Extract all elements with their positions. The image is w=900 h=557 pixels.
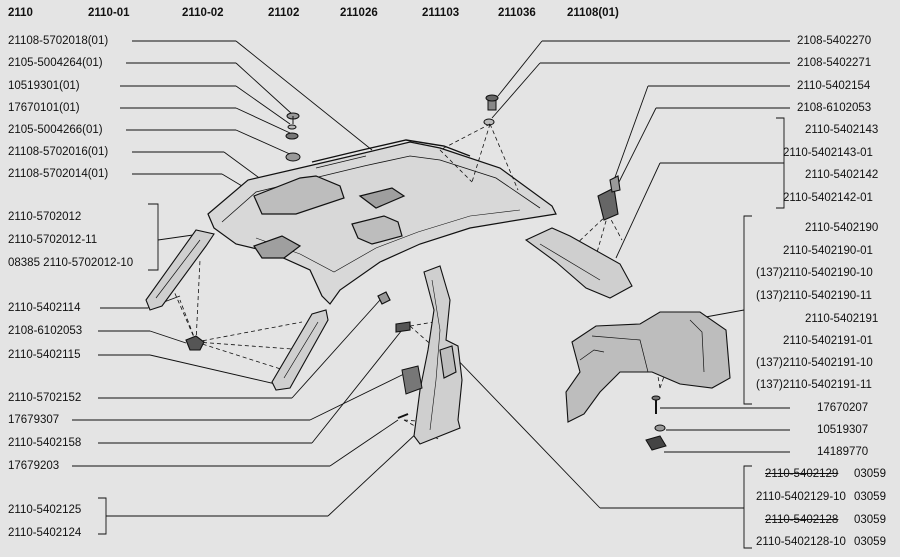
fasteners-bottom-right <box>645 395 667 451</box>
model-header-6: 211103 <box>422 7 460 19</box>
part-label-left: 17670101(01) <box>8 102 80 114</box>
model-header-5: 211026 <box>340 7 378 19</box>
part-label-left: 08385 2110-5702012-10 <box>8 257 134 269</box>
part-label-right: 10519307 <box>817 424 869 436</box>
right-leader-lines <box>449 40 790 549</box>
part-label-right: 2110-5402142-01 <box>783 192 873 204</box>
part-label-left: 2105-5004266(01) <box>8 124 103 136</box>
part-label-right: 2110-5402190-01 <box>783 245 873 257</box>
part-label-left: 17679307 <box>8 414 60 426</box>
part-label-right: (137)2110-5402190-11 <box>756 290 872 302</box>
part-label-right: 2108-5402270 <box>797 35 872 47</box>
part-label-left: 2105-5004264(01) <box>8 57 103 69</box>
part-label-left: 2110-5702152 <box>8 392 82 404</box>
part-label-right-qty: 03059 <box>854 491 886 503</box>
b-pillar-upper-trim <box>271 309 329 391</box>
part-label-right: 2110-5402191-01 <box>783 335 873 347</box>
part-label-right: 17670207 <box>817 402 869 414</box>
part-label-right: 2110-5402143-01 <box>783 147 873 159</box>
model-header-3: 2110-02 <box>182 7 224 19</box>
part-label-left: 2110-5402158 <box>8 437 82 449</box>
b-pillar-lower-trim <box>395 265 463 445</box>
small-clip-panel <box>401 365 423 395</box>
part-label-right: 2108-6102053 <box>797 102 872 114</box>
part-label-right: 2110-5402154 <box>797 80 871 92</box>
part-label-left: 17679203 <box>8 460 60 472</box>
model-header-1: 2110 <box>8 7 33 19</box>
part-label-right: 2110-5402142 <box>805 169 879 181</box>
c-pillar-trim <box>524 175 633 299</box>
model-header-8: 21108(01) <box>567 7 619 19</box>
part-label-left: 10519301(01) <box>8 80 80 92</box>
part-label-left: 2110-5402114 <box>8 302 81 314</box>
part-label-right: 2110-5402128 <box>765 514 839 526</box>
part-label-left: 21108-5702016(01) <box>8 146 109 158</box>
part-label-right: 2110-5402129 <box>765 468 839 480</box>
model-header-4: 21102 <box>268 7 300 19</box>
part-label-right: 2110-5402190 <box>805 222 879 234</box>
headliner-panel <box>207 139 557 305</box>
part-label-left: 21108-5702014(01) <box>8 168 109 180</box>
model-header-7: 211036 <box>498 7 536 19</box>
part-label-left: 2110-5402115 <box>8 349 81 361</box>
part-label-right: 2108-5402271 <box>797 57 872 69</box>
part-label-left: 2108-6102053 <box>8 325 83 337</box>
model-header-2: 2110-01 <box>88 7 130 19</box>
part-label-left: 2110-5402124 <box>8 527 82 539</box>
part-label-right: (137)2110-5402190-10 <box>756 267 873 279</box>
part-label-left: 2110-5702012 <box>8 211 82 223</box>
part-label-right: 2110-5402191 <box>805 313 879 325</box>
part-label-left: 2110-5702012-11 <box>8 234 98 246</box>
part-label-right: 2110-5402128-10 <box>756 536 846 548</box>
part-label-right: 2110-5402143 <box>805 124 879 136</box>
fasteners-top <box>285 94 499 162</box>
left-leader-lines <box>72 40 421 535</box>
part-label-right: (137)2110-5402191-10 <box>756 357 873 369</box>
luggage-side-trim <box>565 311 731 423</box>
part-label-right: 14189770 <box>817 446 869 458</box>
part-label-right-qty: 03059 <box>854 468 886 480</box>
part-label-right-qty: 03059 <box>854 514 886 526</box>
part-label-left: 2110-5402125 <box>8 504 82 516</box>
part-label-right-qty: 03059 <box>854 536 886 548</box>
a-pillar-trim <box>145 229 215 351</box>
part-label-right: 2110-5402129-10 <box>756 491 846 503</box>
part-label-right: (137)2110-5402191-11 <box>756 379 872 391</box>
part-label-left: 21108-5702018(01) <box>8 35 109 47</box>
